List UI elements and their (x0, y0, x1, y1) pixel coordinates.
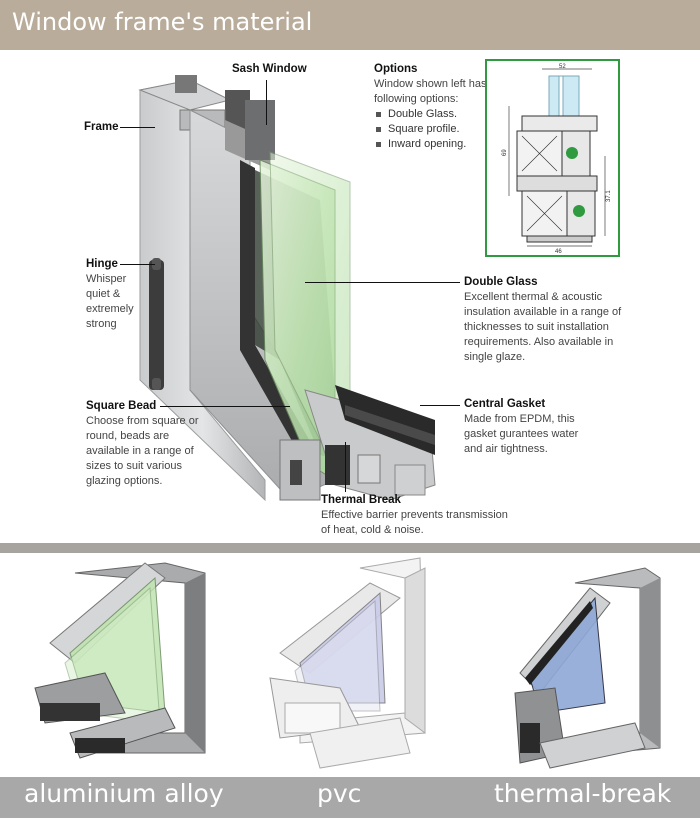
options-list: Double Glass. Square profile. Inward ope… (374, 107, 492, 152)
thermal-break-window-image (495, 553, 685, 777)
options-item: Inward opening. (374, 137, 492, 152)
square-bead-desc: Choose from square or round, beads are a… (86, 415, 199, 487)
cross-section-svg: 52 69 37.1 46 (502, 64, 612, 255)
square-bead-title: Square Bead (86, 400, 157, 412)
thermal-pointer-line (345, 442, 346, 492)
aluminium-label: aluminium alloy (24, 779, 224, 808)
hinge-desc: Whisper quiet & extremely strong (86, 273, 134, 330)
bead-pointer-line (160, 406, 290, 407)
options-intro: Window shown left has following options: (374, 78, 487, 105)
page-title: Window frame's material (12, 8, 313, 36)
dim-right: 37.1 (606, 190, 612, 202)
thermal-break-desc: Effective barrier prevents transmission … (321, 509, 508, 536)
sash-title: Sash Window (232, 63, 307, 75)
pvc-window-image (240, 553, 460, 777)
thermal-break-title: Thermal Break (321, 494, 401, 506)
double-glass-label: Double Glass Excellent thermal & acousti… (464, 275, 624, 365)
thermal-break-caption: thermal-break (494, 779, 672, 808)
aluminium-window-image (15, 553, 220, 777)
frame-label: Frame (84, 120, 119, 135)
sash-label: Sash Window (232, 62, 307, 77)
hinge-label: Hinge Whisper quiet & extremely strong (86, 257, 146, 332)
dim-bottom: 46 (555, 249, 562, 255)
main-diagram: Frame Sash Window Hinge Whisper quiet & … (0, 50, 700, 543)
options-title: Options (374, 63, 418, 75)
options-item: Double Glass. (374, 107, 492, 122)
section-divider (0, 543, 700, 553)
central-gasket-title: Central Gasket (464, 398, 546, 410)
dim-left: 69 (502, 149, 508, 156)
central-gasket-desc: Made from EPDM, this gasket gurantees wa… (464, 413, 579, 455)
sash-pointer-line (266, 80, 267, 125)
hinge-title: Hinge (86, 258, 118, 270)
cross-section-drawing: 52 69 37.1 46 (485, 59, 620, 257)
gasket-pointer-line (420, 405, 460, 406)
frame-pointer-line (120, 127, 155, 128)
footer-bar: aluminium alloy pvc thermal-break (0, 777, 700, 818)
options-block: Options Window shown left has following … (374, 62, 492, 152)
header-bar: Window frame's material (0, 0, 700, 50)
options-item: Square profile. (374, 122, 492, 137)
hinge-pointer-line (120, 264, 155, 265)
frame-title: Frame (84, 121, 119, 133)
double-glass-desc: Excellent thermal & acoustic insulation … (464, 291, 622, 363)
double-glass-pointer-line (305, 282, 460, 283)
pvc-label: pvc (317, 779, 362, 808)
thermal-break-label: Thermal Break Effective barrier prevents… (321, 493, 511, 538)
central-gasket-label: Central Gasket Made from EPDM, this gask… (464, 397, 594, 457)
window-cutaway-illustration (138, 75, 436, 502)
double-glass-title: Double Glass (464, 276, 538, 288)
dim-top: 52 (559, 64, 566, 70)
square-bead-label: Square Bead Choose from square or round,… (86, 399, 208, 489)
